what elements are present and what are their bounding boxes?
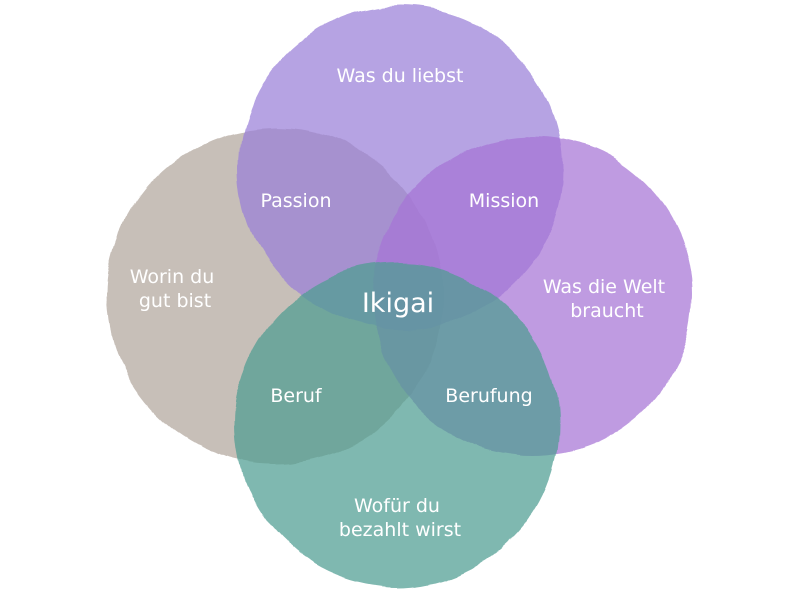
label-was-die-welt-braucht: Was die Welt braucht xyxy=(543,276,671,322)
circles-group xyxy=(107,6,693,587)
label-worin-du-gut-bist-line2: gut bist xyxy=(139,290,211,312)
label-wofuer-du-bezahlt-wirst: Wofür du bezahlt wirst xyxy=(339,495,461,541)
overlap-label-mission: Mission xyxy=(469,190,539,212)
overlap-label-passion: Passion xyxy=(261,190,332,212)
label-was-die-welt-braucht-line1: Was die Welt xyxy=(543,276,665,298)
label-wofuer-du-bezahlt-wirst-line2: bezahlt wirst xyxy=(339,519,461,541)
label-was-die-welt-braucht-line2: braucht xyxy=(570,300,644,322)
center-label-ikigai: Ikigai xyxy=(362,288,434,319)
label-was-du-liebst-line1: Was du liebst xyxy=(337,65,464,87)
overlap-label-beruf: Beruf xyxy=(270,385,323,407)
label-was-du-liebst: Was du liebst xyxy=(337,65,464,87)
overlap-label-berufung: Berufung xyxy=(445,385,532,407)
circle-wofuer-du-bezahlt-wirst xyxy=(235,263,559,587)
label-worin-du-gut-bist-line1: Worin du xyxy=(130,266,215,288)
label-worin-du-gut-bist: Worin du gut bist xyxy=(130,266,221,312)
label-wofuer-du-bezahlt-wirst-line1: Wofür du xyxy=(354,495,440,517)
